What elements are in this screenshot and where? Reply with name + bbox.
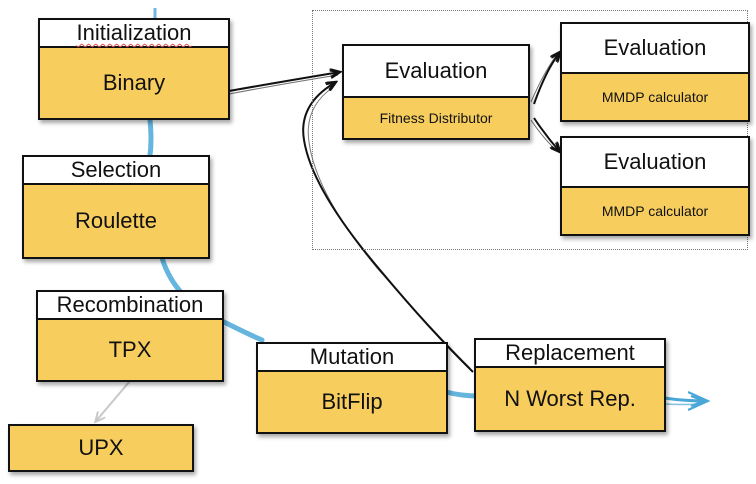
initialization-title: Initialization [76, 20, 192, 45]
evaluation-worker-1-title: Evaluation [562, 24, 748, 74]
evaluation-worker-2-title: Evaluation [562, 138, 748, 188]
arrow-evaluation-to-worker-2 [530, 117, 560, 152]
selection-title: Selection [24, 157, 208, 185]
evaluation-main-node[interactable]: Evaluation Fitness Distributor [342, 44, 530, 140]
evaluation-worker-2-value: MMDP calculator [562, 188, 748, 234]
replacement-node[interactable]: Replacement N Worst Rep. [474, 338, 666, 432]
evaluation-worker-1-node[interactable]: Evaluation MMDP calculator [560, 22, 750, 122]
upx-node[interactable]: UPX [8, 424, 194, 472]
initialization-value: Binary [40, 48, 228, 118]
evaluation-main-value: Fitness Distributor [344, 98, 528, 138]
arrow-evaluation-to-worker-1 [530, 52, 560, 105]
evaluation-worker-2-node[interactable]: Evaluation MMDP calculator [560, 136, 750, 236]
arrow-initialization-to-evaluation [228, 72, 340, 95]
evaluation-main-title: Evaluation [344, 46, 528, 98]
selection-node[interactable]: Selection Roulette [22, 155, 210, 259]
mutation-value: BitFlip [258, 372, 446, 432]
arrow-recombination-to-upx [96, 380, 131, 421]
selection-value: Roulette [24, 185, 208, 257]
arrow-replacement-to-evaluation [302, 82, 474, 373]
recombination-title: Recombination [38, 292, 222, 320]
replacement-value: N Worst Rep. [476, 368, 664, 430]
replacement-title: Replacement [476, 340, 664, 368]
mutation-node[interactable]: Mutation BitFlip [256, 342, 448, 434]
mutation-title: Mutation [258, 344, 446, 372]
evaluation-worker-1-value: MMDP calculator [562, 74, 748, 120]
parallel-evaluation-group [312, 10, 748, 250]
initialization-node[interactable]: Initialization Binary [38, 18, 230, 120]
recombination-value: TPX [38, 320, 222, 380]
recombination-node[interactable]: Recombination TPX [36, 290, 224, 382]
